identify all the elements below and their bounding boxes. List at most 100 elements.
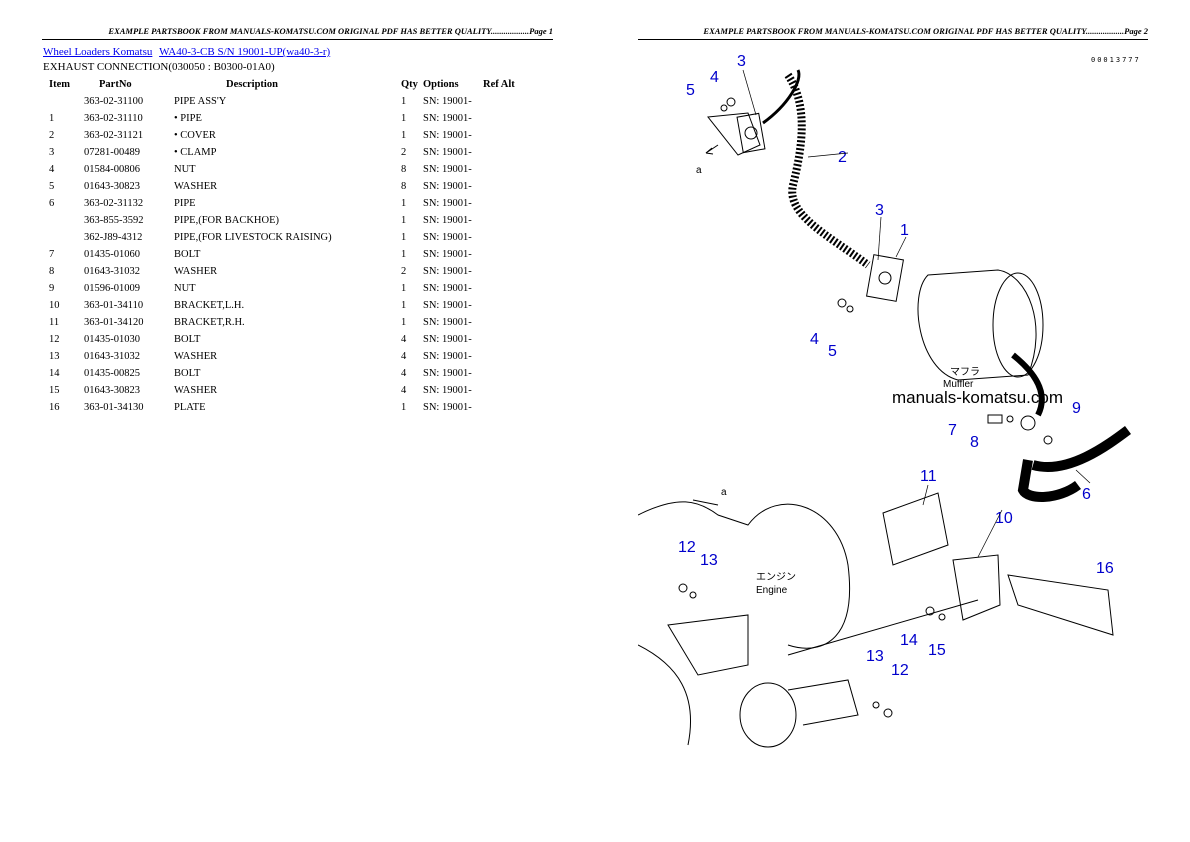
cell-ref-alt bbox=[483, 110, 528, 127]
nut-lower bbox=[837, 298, 847, 308]
cell-item: 4 bbox=[49, 164, 55, 175]
cell-ref-alt bbox=[483, 297, 528, 314]
cell-partno: 363-02-31132 bbox=[84, 198, 144, 209]
col-header-description: Description bbox=[226, 79, 278, 90]
cell-options: SN: 19001- bbox=[423, 249, 472, 260]
cell-description: NUT bbox=[174, 283, 196, 294]
table-header-row: Item PartNo Description Qty Options Ref … bbox=[43, 76, 528, 93]
bolt-7 bbox=[987, 414, 1003, 424]
muffler-label-en: Muffler bbox=[943, 379, 974, 390]
cell-ref-alt bbox=[483, 144, 528, 161]
ref-arrow-head bbox=[705, 147, 714, 155]
cell-qty: 1 bbox=[401, 300, 407, 311]
cell-options: SN: 19001- bbox=[423, 96, 472, 107]
cell-ref-alt bbox=[483, 280, 528, 297]
callout-16: 16 bbox=[1096, 560, 1114, 577]
cell-qty: 1 bbox=[401, 113, 407, 124]
cell-options: SN: 19001- bbox=[423, 130, 472, 141]
drawing-code: 00013777 bbox=[1091, 56, 1141, 64]
engine-bracket bbox=[667, 614, 749, 676]
flange-lower-hole bbox=[878, 271, 892, 285]
cell-partno: 01584-00806 bbox=[84, 164, 140, 175]
page-header-2: EXAMPLE PARTSBOOK FROM MANUALS-KOMATSU.C… bbox=[638, 26, 1148, 40]
washer-13-left bbox=[689, 591, 697, 599]
cell-description: NUT bbox=[174, 164, 196, 175]
cell-qty: 8 bbox=[401, 181, 407, 192]
callout-4-top: 4 bbox=[710, 69, 719, 86]
bracket-lh bbox=[952, 554, 1001, 621]
cell-item: 8 bbox=[49, 266, 55, 277]
breadcrumb-link-category[interactable]: Wheel Loaders Komatsu bbox=[43, 46, 153, 58]
cell-partno: 01643-30823 bbox=[84, 181, 140, 192]
nut-9 bbox=[1043, 435, 1053, 445]
canister bbox=[739, 682, 797, 748]
plate-16 bbox=[1007, 574, 1114, 636]
bolt-14 bbox=[925, 606, 935, 616]
cell-qty: 1 bbox=[401, 215, 407, 226]
cell-ref-alt bbox=[483, 399, 528, 416]
callout-15: 15 bbox=[928, 642, 946, 659]
cell-options: SN: 19001- bbox=[423, 147, 472, 158]
cell-partno: 363-01-34130 bbox=[84, 402, 144, 413]
flange-top bbox=[736, 112, 766, 154]
leader-2 bbox=[807, 152, 849, 158]
cell-ref-alt bbox=[483, 161, 528, 178]
cell-item: 5 bbox=[49, 181, 55, 192]
cell-item: 2 bbox=[49, 130, 55, 141]
ref-a-upper: a bbox=[696, 165, 702, 176]
cell-ref-alt bbox=[483, 178, 528, 195]
bolt-12-right bbox=[883, 708, 893, 718]
cell-ref-alt bbox=[483, 382, 528, 399]
section-title: EXHAUST CONNECTION(030050 : B0300-01A0) bbox=[43, 61, 275, 73]
cell-options: SN: 19001- bbox=[423, 266, 472, 277]
cell-description: PIPE,(FOR BACKHOE) bbox=[174, 215, 280, 226]
cell-partno: 01643-31032 bbox=[84, 266, 140, 277]
cell-partno: 363-855-3592 bbox=[84, 215, 144, 226]
cell-description: • COVER bbox=[174, 130, 216, 141]
cell-ref-alt bbox=[483, 331, 528, 348]
engine-lower bbox=[638, 644, 692, 746]
callout-6: 6 bbox=[1082, 486, 1091, 503]
cell-qty: 4 bbox=[401, 334, 407, 345]
callout-2: 2 bbox=[838, 149, 847, 166]
cell-options: SN: 19001- bbox=[423, 385, 472, 396]
leader-1 bbox=[895, 236, 907, 258]
cell-ref-alt bbox=[483, 246, 528, 263]
cell-options: SN: 19001- bbox=[423, 181, 472, 192]
washer-15 bbox=[938, 613, 946, 621]
cell-item: 11 bbox=[49, 317, 60, 328]
washer-part bbox=[720, 104, 728, 112]
engine-outline bbox=[638, 501, 850, 649]
leader-11 bbox=[922, 484, 929, 506]
engine-label-en: Engine bbox=[756, 585, 788, 596]
flex-pipe-body bbox=[784, 72, 871, 269]
parts-table: Item PartNo Description Qty Options Ref … bbox=[43, 76, 528, 416]
cell-partno: 363-02-31110 bbox=[84, 113, 143, 124]
cell-partno: 363-02-31100 bbox=[84, 96, 144, 107]
cell-partno: 01596-01009 bbox=[84, 283, 140, 294]
cell-qty: 1 bbox=[401, 130, 407, 141]
cell-partno: 01435-00825 bbox=[84, 368, 140, 379]
cell-ref-alt bbox=[483, 365, 528, 382]
cell-description: WASHER bbox=[174, 266, 218, 277]
cell-partno: 01643-31032 bbox=[84, 351, 140, 362]
callout-12-left: 12 bbox=[678, 539, 696, 556]
breadcrumb-link-model[interactable]: WA40-3-CB S/N 19001-UP(wa40-3-r) bbox=[159, 46, 331, 58]
cell-qty: 1 bbox=[401, 249, 407, 260]
cell-ref-alt bbox=[483, 195, 528, 212]
clamp-ring bbox=[1020, 415, 1036, 431]
callout-5-mid: 5 bbox=[828, 343, 837, 360]
cell-description: PIPE bbox=[174, 198, 196, 209]
col-header-ref-alt: Ref Alt bbox=[483, 79, 515, 90]
cell-ref-alt bbox=[483, 127, 528, 144]
callout-9: 9 bbox=[1072, 400, 1081, 417]
exploded-parts-diagram: 00013777 a a マフラ Muffler エンジン Engine man… bbox=[638, 53, 1141, 748]
